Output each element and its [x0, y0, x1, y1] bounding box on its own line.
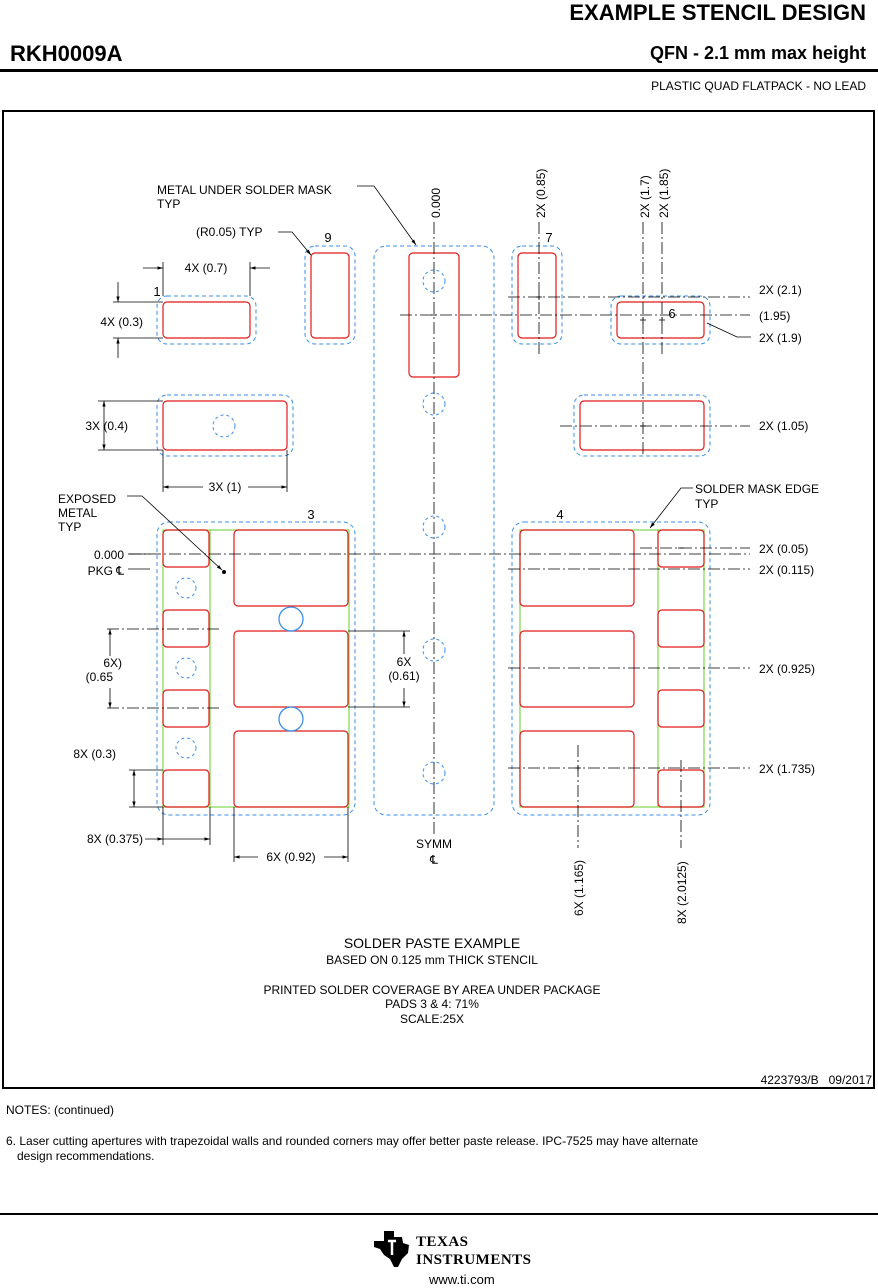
dim-w092: 6X (0.92) — [266, 850, 315, 864]
caption-line2: PRINTED SOLDER COVERAGE BY AREA UNDER PA… — [264, 983, 601, 997]
symm-label: SYMM — [416, 837, 452, 851]
package-type: QFN - 2.1 mm max height — [649, 43, 866, 63]
dim-r-0925: 2X (0.925) — [759, 662, 815, 676]
pad-number-6: 6 — [668, 306, 675, 321]
note-6-line2: design recommendations. — [17, 1149, 155, 1163]
dim-w1: 3X (1) — [209, 480, 242, 494]
callout-exposed: EXPOSED — [58, 492, 116, 506]
dim-w07: 4X (0.7) — [185, 261, 228, 275]
dim-top-17: 2X (1.7) — [638, 175, 652, 218]
document-reference: 4223793/B 09/2017 — [761, 1073, 873, 1087]
paste-apertures — [162, 252, 705, 808]
center-lines — [107, 222, 750, 848]
dim-pitch-061-b: (0.61) — [388, 669, 419, 683]
dim-pitch-065-a: 6X) — [103, 656, 122, 670]
dim-top-zero: 0.000 — [429, 188, 443, 218]
dim-pitch-065-b: (0.65 — [86, 670, 114, 684]
solder-mask-outlines — [156, 245, 711, 816]
dim-r-0115: 2X (0.115) — [759, 563, 814, 577]
dim-r-105: 2X (1.05) — [759, 419, 808, 433]
dim-r-1735: 2X (1.735) — [759, 762, 815, 776]
dim-b-20125: 8X (2.0125) — [675, 861, 689, 924]
solid-vias — [278, 606, 304, 732]
header-rule — [0, 69, 878, 72]
dim-w03: 8X (0.3) — [73, 747, 116, 761]
callout-mask-edge: SOLDER MASK EDGE — [695, 482, 819, 496]
pad-number-3: 3 — [307, 507, 314, 522]
ti-logo-text-texas: TEXAS — [416, 1234, 469, 1250]
ti-logo-text-instruments: INSTRUMENTS — [416, 1252, 532, 1268]
note-6-line1: 6. Laser cutting apertures with trapezoi… — [6, 1134, 699, 1148]
dimension-lines — [98, 185, 751, 862]
dim-top-085: 2X (0.85) — [534, 169, 548, 218]
callout-radius: (R0.05) TYP — [196, 225, 262, 239]
via-outlines — [175, 269, 446, 785]
dim-r-195: (1.95) — [759, 309, 790, 323]
callout-metal-under-mask-typ: TYP — [157, 197, 180, 211]
callout-metal-under-mask: METAL UNDER SOLDER MASK — [157, 183, 332, 197]
exposed-metal — [162, 529, 705, 808]
centroid-markers — [431, 294, 684, 771]
symm-centerline-label: ℄ — [429, 853, 438, 867]
caption-line3: PADS 3 & 4: 71% — [385, 997, 479, 1011]
callout-mask-edge-typ: TYP — [695, 497, 718, 511]
ti-logo-icon — [374, 1231, 409, 1267]
pkg-centerline-label: PKG ℄ — [88, 564, 125, 578]
footer-rule — [0, 1213, 878, 1215]
dim-h03: 4X (0.3) — [100, 315, 143, 329]
dim-r-21: 2X (2.1) — [759, 283, 802, 297]
dim-b-1165: 6X (1.165) — [572, 860, 586, 916]
package-description: PLASTIC QUAD FLATPACK - NO LEAD — [651, 79, 866, 93]
caption-title: SOLDER PASTE EXAMPLE — [344, 935, 520, 951]
dim-h04: 3X (0.4) — [85, 419, 128, 433]
part-number: RKH0009A — [10, 41, 123, 66]
callout-exposed-metal: METAL — [58, 506, 97, 520]
pkg-zero-label: 0.000 — [94, 548, 124, 562]
pad-number-9: 9 — [324, 230, 331, 245]
page-title: EXAMPLE STENCIL DESIGN — [569, 0, 866, 25]
caption-line4: SCALE:25X — [400, 1012, 464, 1026]
pad-number-4: 4 — [556, 507, 563, 522]
drawing-frame — [2, 110, 875, 1089]
callout-exposed-typ: TYP — [58, 520, 81, 534]
pad-number-7: 7 — [545, 230, 552, 245]
caption-line1: BASED ON 0.125 mm THICK STENCIL — [326, 953, 538, 967]
pad-number-1: 1 — [153, 284, 160, 299]
dim-top-185: 2X (1.85) — [657, 169, 671, 218]
footer-url[interactable]: www.ti.com — [429, 1272, 495, 1287]
notes-heading: NOTES: (continued) — [6, 1103, 115, 1117]
dim-r-005: 2X (0.05) — [759, 542, 808, 556]
dim-w0375: 8X (0.375) — [87, 832, 143, 846]
dim-r-19: 2X (1.9) — [759, 331, 802, 345]
dim-pitch-061-a: 6X — [397, 655, 412, 669]
